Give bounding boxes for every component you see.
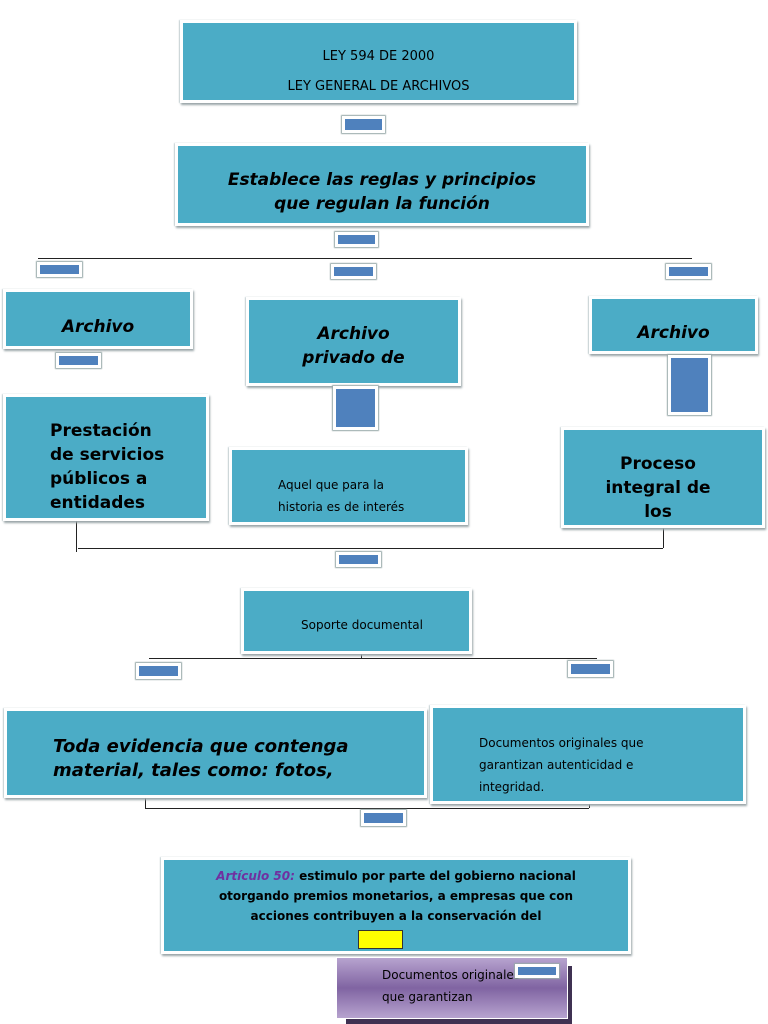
- connector-block: [515, 964, 559, 978]
- connector-block: [56, 353, 101, 368]
- archivo-right-box[interactable]: Archivo: [589, 296, 758, 354]
- connector-block: [361, 810, 406, 826]
- soporte-box[interactable]: Soporte documental: [241, 588, 472, 654]
- box-text: garantizan autenticidad e: [479, 758, 634, 772]
- box-text: entidades: [50, 493, 146, 513]
- evidencia-box[interactable]: Toda evidencia que contenga material, ta…: [4, 708, 427, 798]
- connector-block: [568, 661, 613, 677]
- connector-line: [78, 548, 663, 549]
- connector-block: [336, 552, 381, 567]
- prestacion-box[interactable]: Prestación de servicios públicos a entid…: [3, 394, 209, 521]
- box-text: Soporte documental: [301, 618, 423, 632]
- connector-block: [342, 116, 385, 133]
- box-text: privado de: [302, 348, 405, 368]
- documentos-box[interactable]: Documentos originales que garantizan aut…: [430, 705, 746, 804]
- box-text: Establece las reglas y principios: [227, 170, 537, 190]
- connector-block: [37, 262, 82, 277]
- box-text: que regulan la función: [274, 194, 490, 214]
- box-text: los: [644, 502, 672, 522]
- article-label: Artículo 50:: [216, 869, 295, 883]
- connector-block: [333, 386, 378, 430]
- box-text: otorgando premios monetarios, a empresas…: [218, 889, 574, 903]
- connector-line: [663, 528, 664, 548]
- connector-line: [145, 790, 146, 808]
- connector-block: [331, 264, 376, 279]
- connector-block: [335, 232, 378, 247]
- connector-block: [666, 264, 711, 279]
- articulo-box[interactable]: Artículo 50: estimulo por parte del gobi…: [161, 857, 631, 954]
- box-text: Aquel que para la: [278, 478, 384, 492]
- connector-line: [145, 808, 589, 809]
- box-text: material, tales como: fotos,: [53, 760, 334, 781]
- box-text: públicos a: [50, 469, 148, 489]
- law-number: LEY 594 DE 2000: [322, 49, 435, 64]
- box-text: Toda evidencia que contenga: [53, 736, 349, 757]
- box-text: acciones contribuyen a la conservación d…: [250, 909, 542, 923]
- box-text: integral de: [605, 478, 711, 498]
- box-text: Archivo: [637, 323, 710, 343]
- connector-line: [149, 658, 597, 659]
- archivo-left-box[interactable]: Archivo: [3, 289, 193, 349]
- box-text: Proceso: [620, 454, 696, 474]
- yellow-highlight-block: [358, 930, 403, 949]
- connector-line: [76, 521, 77, 552]
- connector-block: [136, 663, 181, 679]
- proceso-box[interactable]: Proceso integral de los: [561, 427, 765, 528]
- box-text: Documentos originales que: [479, 736, 644, 750]
- aquel-box[interactable]: Aquel que para la historia es de interés: [229, 447, 468, 525]
- purple-box[interactable]: Documentos originales que garantizan: [336, 957, 568, 1019]
- connector-line: [38, 258, 692, 259]
- title-box[interactable]: LEY 594 DE 2000 LEY GENERAL DE ARCHIVOS: [180, 20, 577, 103]
- box-text: Archivo: [61, 317, 135, 337]
- box-text: de servicios: [50, 445, 165, 465]
- box-text: Prestación: [50, 421, 152, 441]
- box-text: historia es de interés: [278, 500, 405, 514]
- establece-box[interactable]: Establece las reglas y principios que re…: [175, 143, 589, 226]
- box-text: Documentos originales: [382, 968, 521, 982]
- box-text: que garantizan: [382, 990, 473, 1004]
- archivo-privado-box[interactable]: Archivo privado de: [246, 297, 461, 386]
- box-text: Archivo: [317, 324, 390, 344]
- connector-block: [668, 355, 711, 415]
- box-text: estimulo por parte del gobierno nacional: [294, 869, 576, 883]
- box-text: integridad.: [479, 780, 545, 794]
- law-name: LEY GENERAL DE ARCHIVOS: [287, 79, 470, 94]
